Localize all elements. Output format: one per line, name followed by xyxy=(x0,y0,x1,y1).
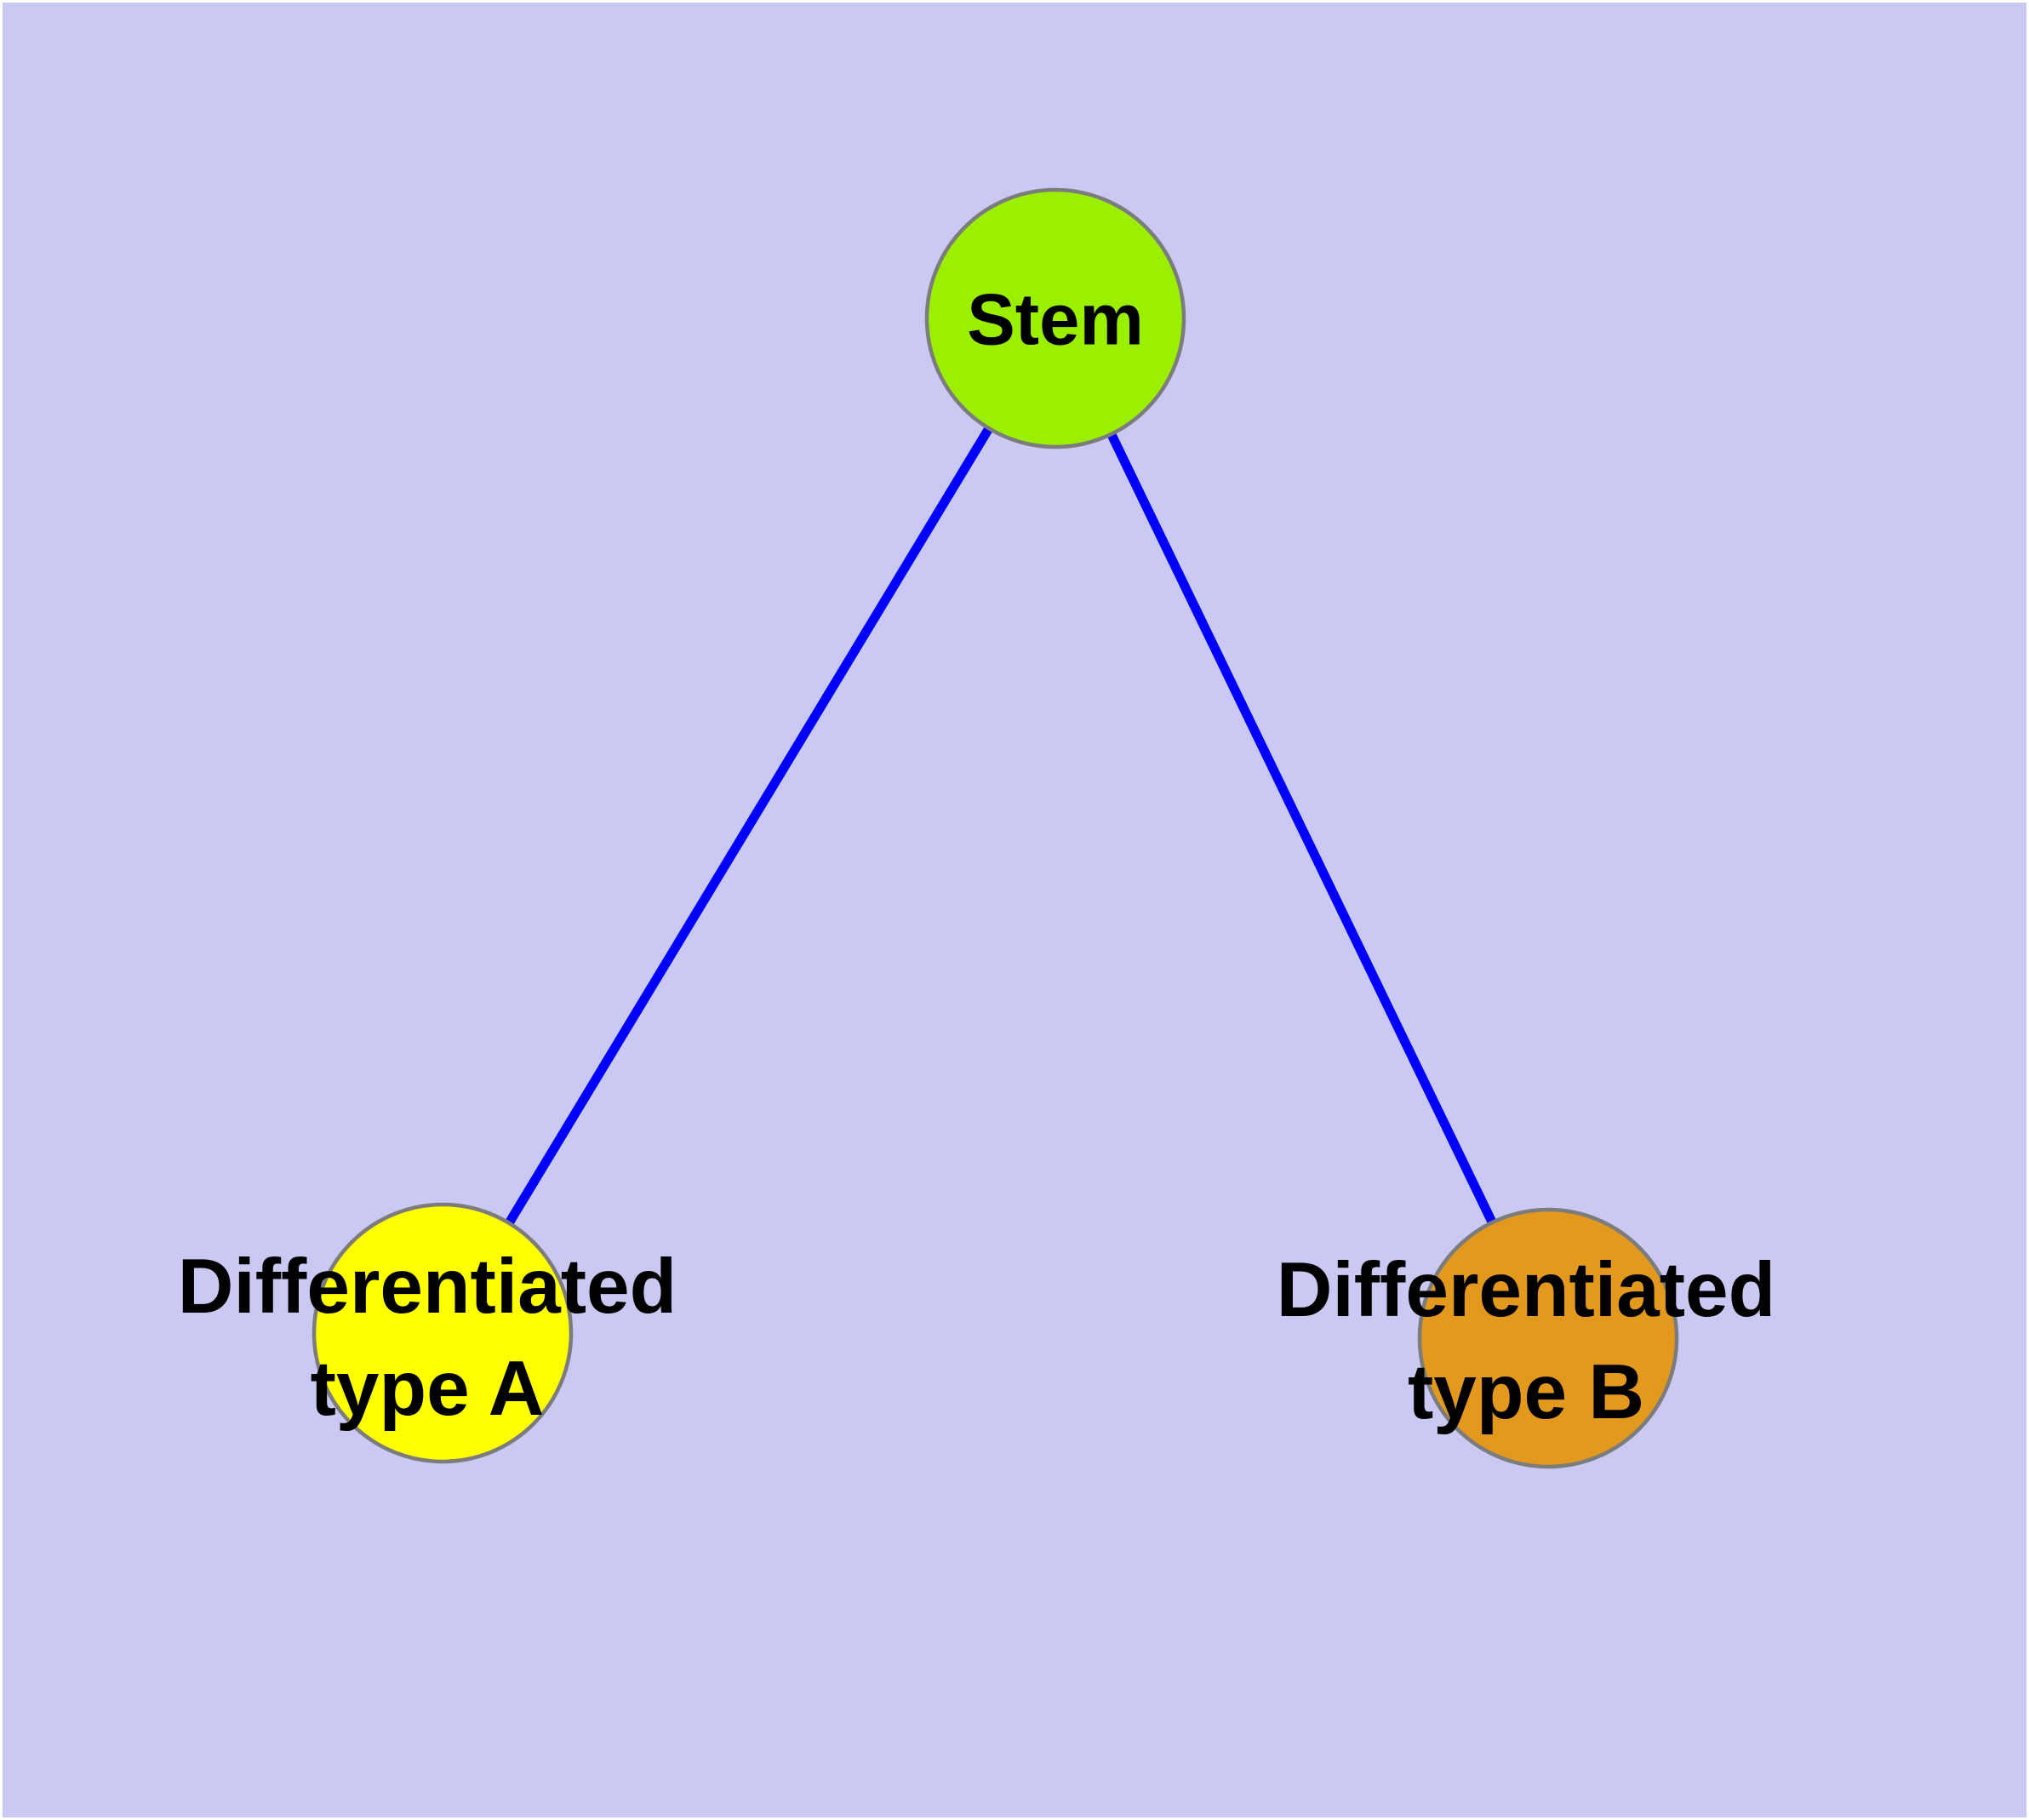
node-differentiated-type-b xyxy=(1417,1207,1679,1469)
node-differentiated-type-a xyxy=(311,1202,574,1464)
edge-stem-to-type-b xyxy=(1051,316,1552,1341)
edge-stem-to-type-a xyxy=(438,316,1060,1336)
node-stem xyxy=(924,187,1186,449)
